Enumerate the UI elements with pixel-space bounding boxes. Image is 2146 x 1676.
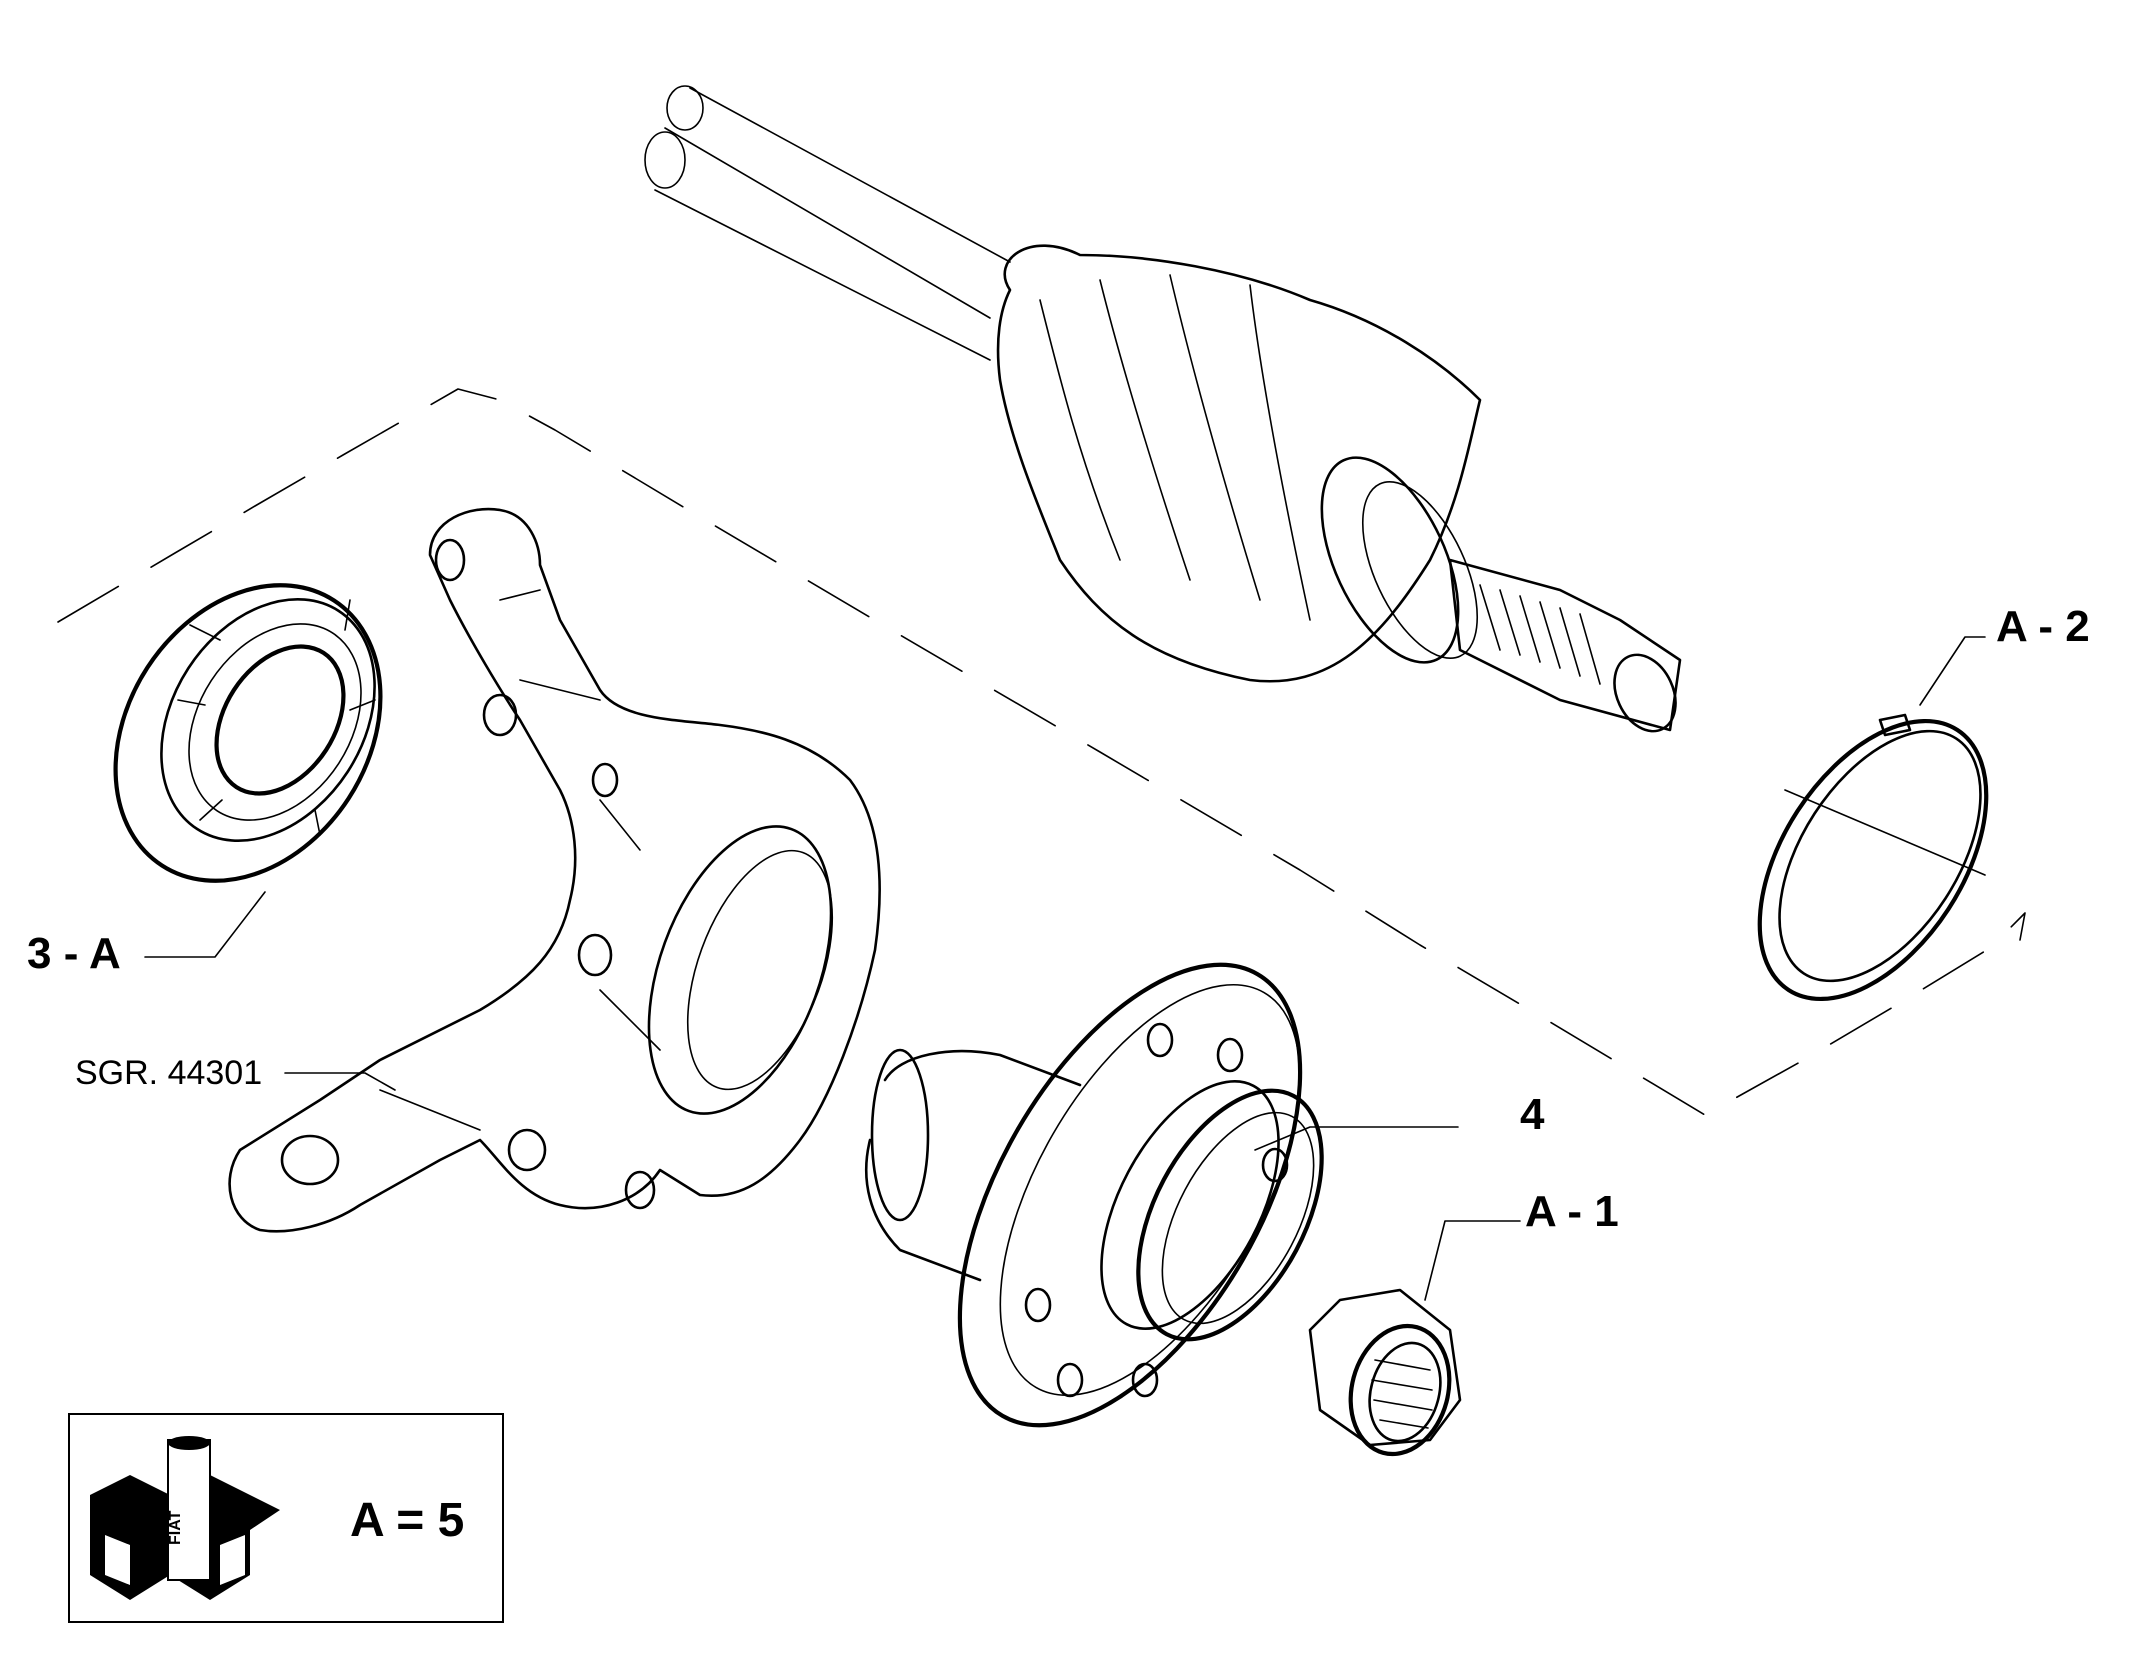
legend-text: A = 5: [350, 1494, 465, 1547]
fiat-logo-text: FIAT: [167, 1510, 184, 1545]
wheel-hub: [864, 962, 1324, 1428]
circlip-label: A - 2: [1996, 602, 2090, 651]
wheel-bearing: [113, 583, 383, 883]
steering-knuckle: [228, 507, 881, 1233]
fiat-grease-tube-pack-icon: FIAT: [90, 1436, 280, 1600]
hub-nut: [1308, 1288, 1462, 1457]
bearing-label: 3 - A: [27, 929, 121, 978]
drive-shaft: [644, 85, 1682, 733]
leader-lines: [144, 636, 1986, 1301]
circlip: [1757, 713, 1989, 1002]
nut-label: A - 1: [1525, 1187, 1619, 1236]
knuckle-ref-label: SGR. 44301: [75, 1054, 263, 1092]
exploded-frame: [57, 388, 2026, 1116]
legend-box: FIAT A = 5: [68, 1413, 504, 1623]
hub-label: 4: [1520, 1090, 1545, 1139]
